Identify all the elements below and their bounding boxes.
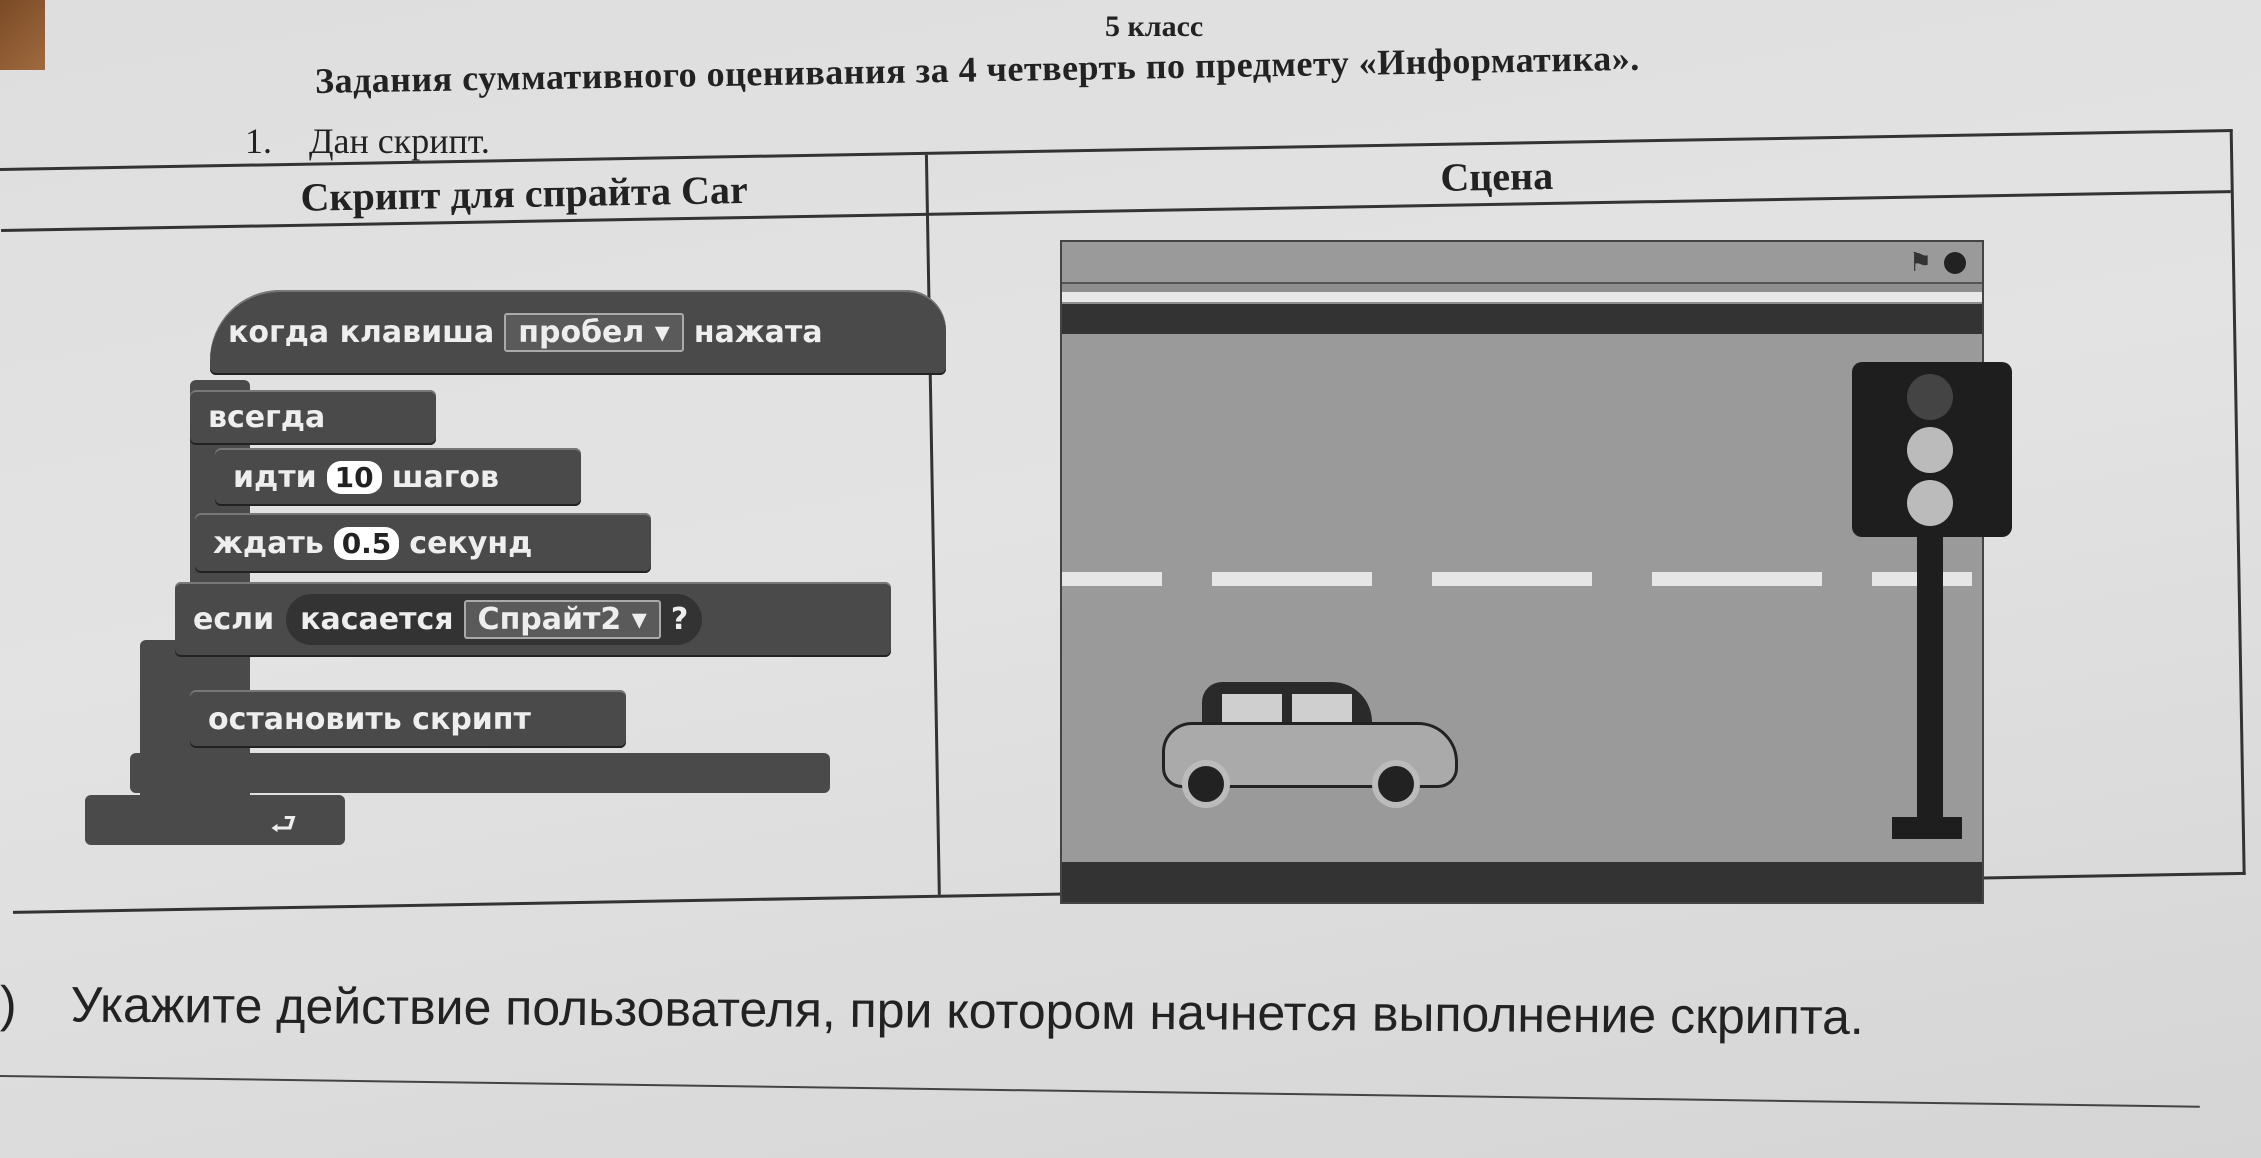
- wait-seconds-input: 0.5: [333, 526, 400, 560]
- forever-block: всегда: [190, 390, 436, 445]
- hat-prefix: когда клавиша: [228, 315, 495, 350]
- stage-column-header: Сцена: [1439, 152, 1554, 200]
- worksheet-heading: Задания суммативного оценивания за 4 чет…: [314, 37, 1641, 101]
- lane-dash: [1212, 572, 1372, 586]
- traffic-light-icon: [1852, 362, 2012, 537]
- traffic-light-base: [1892, 817, 1962, 839]
- touching-label: касается: [300, 602, 454, 637]
- lane-dash: [1652, 572, 1822, 586]
- lamp-middle: [1907, 427, 1953, 473]
- move-steps-input: 10: [326, 460, 382, 494]
- lane-dash: [1432, 572, 1592, 586]
- car-sprite: [1162, 682, 1462, 808]
- if-block-bottom: [130, 753, 830, 793]
- sidewalk-top: [1062, 304, 1982, 334]
- wait-suffix: секунд: [409, 525, 533, 561]
- question-text: Укажите действие пользователя, при котор…: [70, 976, 1865, 1046]
- scratch-stage: ⚑: [1060, 240, 2012, 904]
- when-key-pressed-block: когда клавиша пробел ▾ нажата: [210, 290, 946, 375]
- question-bullet: ): [0, 976, 17, 1033]
- hat-suffix: нажата: [693, 315, 823, 350]
- stop-label: остановить скрипт: [208, 701, 531, 737]
- car-wheel: [1182, 760, 1230, 808]
- touching-condition: касается Спрайт2 ▾ ?: [286, 594, 703, 645]
- forever-label: всегда: [208, 400, 326, 435]
- lamp-bottom: [1907, 480, 1953, 526]
- grade-label: 5 класс: [1105, 10, 1204, 43]
- desk-corner: [0, 0, 45, 70]
- move-prefix: идти: [233, 459, 317, 495]
- table-column-divider: [924, 154, 941, 895]
- if-label: если: [193, 602, 275, 637]
- script-column-header: Скрипт для спрайта Car: [300, 166, 748, 220]
- green-flag-icon: ⚑: [1908, 248, 1932, 278]
- touching-target-dropdown: Спрайт2 ▾: [463, 600, 661, 639]
- question-a: ) Укажите действие пользователя, при кот…: [0, 975, 1864, 1046]
- task-text: Дан скрипт.: [309, 121, 490, 161]
- loop-arrow-icon: ⮐: [270, 807, 297, 842]
- if-touching-block: если касается Спрайт2 ▾ ?: [175, 582, 891, 657]
- wait-prefix: ждать: [213, 525, 324, 561]
- task-1: 1. Дан скрипт.: [245, 120, 490, 162]
- sidewalk-bottom: [1062, 862, 1982, 902]
- question-mark: ?: [670, 602, 689, 637]
- move-steps-block: идти 10 шагов: [215, 448, 581, 506]
- lamp-top: [1907, 374, 1953, 420]
- task-number: 1.: [245, 121, 272, 161]
- stop-icon: [1944, 252, 1966, 274]
- answer-line: [0, 1075, 2200, 1108]
- stop-script-block: остановить скрипт: [190, 690, 626, 748]
- car-wheel: [1372, 760, 1420, 808]
- lane-dash: [1062, 572, 1162, 586]
- wait-seconds-block: ждать 0.5 секунд: [195, 513, 651, 573]
- forever-block-bottom: [85, 795, 345, 845]
- move-suffix: шагов: [391, 459, 500, 495]
- road-edge-line: [1062, 292, 1982, 302]
- stage-toolbar: ⚑: [1062, 242, 1982, 284]
- key-dropdown: пробел ▾: [504, 313, 684, 352]
